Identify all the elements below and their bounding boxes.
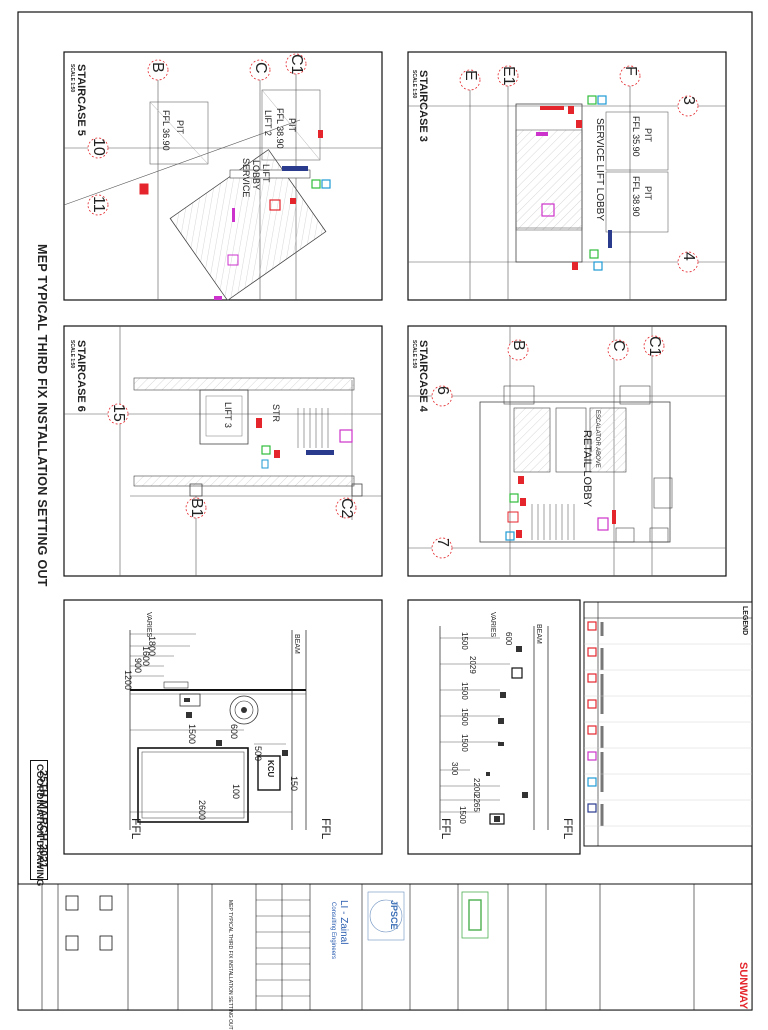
grid-label: 11 (90, 196, 107, 213)
service-label: SERVICE (241, 158, 251, 198)
varies-label: VARIES (489, 612, 496, 638)
pit-label: PIT (287, 118, 297, 133)
grid-label: B (510, 340, 527, 351)
dimension: 1500 (460, 734, 469, 752)
lift-lobby-label: LOBBY (251, 160, 261, 191)
ffl-left-label: FFL (439, 818, 453, 840)
staircase-6-panel (63, 325, 383, 577)
staircase-6-scale: SCALE 1:50 (69, 340, 75, 369)
dimension: 300 (450, 762, 459, 776)
staircase-3-panel (407, 51, 727, 301)
consultant-logo: LI - Zainal (338, 900, 349, 945)
dimension: 2600 (197, 800, 207, 821)
dimension: 100 (231, 784, 241, 800)
grid-label: C1 (646, 336, 663, 357)
dimension: 1500 (460, 682, 469, 700)
legend-swatch (587, 777, 597, 787)
consultant-subtitle: Consulting Engineers (330, 902, 336, 960)
legend-title: LEGEND (741, 606, 748, 636)
ffl-left-label: FFL (129, 818, 143, 840)
lift-label: LIFT 2 (263, 110, 273, 136)
ffl-label: FFL 38.90 (631, 176, 641, 217)
grid-label: E (462, 70, 479, 81)
status-box (30, 760, 48, 880)
ffl-label: FFL 36.90 (161, 110, 171, 151)
staircase-5-scale: SCALE 1:50 (69, 64, 75, 93)
dimension: 900 (133, 658, 143, 674)
escalator-label: ESCALATOR ABOVE (594, 410, 600, 468)
grid-label: F (622, 66, 639, 76)
drawing-title: MEP TYPICAL THIRD FIX INSTALLATION SETTI… (227, 900, 233, 1030)
grid-label: 6 (434, 386, 451, 395)
lift-lobby-label: LIFT (261, 164, 271, 183)
dimension: 2265 (472, 794, 481, 812)
ffl-label: FFL 38.90 (275, 108, 285, 149)
pit-label: PIT (643, 186, 653, 201)
dimension: 500 (253, 746, 263, 762)
dimension: 2029 (468, 656, 477, 674)
dimension: 1500 (460, 632, 469, 650)
grid-label: 15 (110, 404, 127, 422)
legend-swatch (587, 621, 597, 631)
legend-swatch (587, 751, 597, 761)
staircase-4-scale: SCALE 1:50 (411, 340, 417, 369)
ffl-right-label: FFL (561, 818, 575, 840)
dimension: 600 (504, 632, 513, 646)
grid-label: 10 (90, 138, 107, 156)
staircase-6-title: STAIRCASE 6 (75, 340, 87, 412)
equipment-tag: KCU (266, 760, 275, 778)
staircase-3-title: STAIRCASE 3 (417, 70, 429, 142)
staircase-5-title: STAIRCASE 5 (75, 64, 87, 136)
pit-label: PIT (643, 128, 653, 143)
grid-label: E1 (500, 66, 517, 86)
legend-swatch (587, 803, 597, 813)
staircase-4-panel (407, 325, 727, 577)
stair-label: STR (271, 404, 281, 422)
title-block (17, 883, 753, 1011)
dimension: 1500 (458, 806, 467, 824)
legend-swatch (587, 647, 597, 657)
legend-swatch (587, 699, 597, 709)
elevation-b-panel (407, 599, 581, 855)
legend-swatch (587, 725, 597, 735)
service-lift-lobby-label: SERVICE LIFT LOBBY (594, 118, 605, 222)
grid-label: 7 (434, 538, 451, 547)
dimension: 1200 (123, 670, 133, 691)
ffl-right-label: FFL (319, 818, 333, 840)
staircase-3-scale: SCALE 1:50 (411, 70, 417, 99)
brand-logo: SUNWAY (737, 962, 749, 1010)
varies-label: VARIES (145, 612, 152, 638)
beam-label: BEAM (293, 634, 300, 654)
grid-label: B (149, 62, 166, 73)
jpsce-logo: JPSCE (389, 900, 399, 930)
dimension: 600 (229, 724, 239, 740)
dimension: 1500 (460, 708, 469, 726)
legend-table (583, 601, 753, 847)
grid-label: 4 (680, 252, 697, 261)
grid-label: 3 (680, 96, 697, 105)
lift-label: LIFT 3 (223, 402, 233, 428)
staircase-5-panel (63, 51, 383, 301)
grid-label: C (610, 340, 627, 352)
grid-label: C (252, 62, 269, 74)
dimension: 1500 (187, 724, 197, 745)
legend-swatch (587, 673, 597, 683)
sheet-title: MEP TYPICAL THIRD FIX INSTALLATION SETTI… (35, 244, 49, 587)
staircase-4-title: STAIRCASE 4 (417, 340, 429, 412)
retail-lobby-label: RETAIL LOBBY (581, 430, 593, 508)
status-text: COORDINATION DRAWING (34, 764, 45, 887)
pit-label: PIT (175, 120, 185, 135)
grid-label: C2 (338, 498, 355, 519)
elevation-a-panel (63, 599, 383, 855)
grid-label: B1 (188, 498, 205, 518)
ffl-label: FFL 35.90 (631, 116, 641, 157)
beam-label: BEAM (535, 624, 542, 644)
dimension: 150 (289, 776, 299, 792)
grid-label: C1 (288, 54, 305, 75)
